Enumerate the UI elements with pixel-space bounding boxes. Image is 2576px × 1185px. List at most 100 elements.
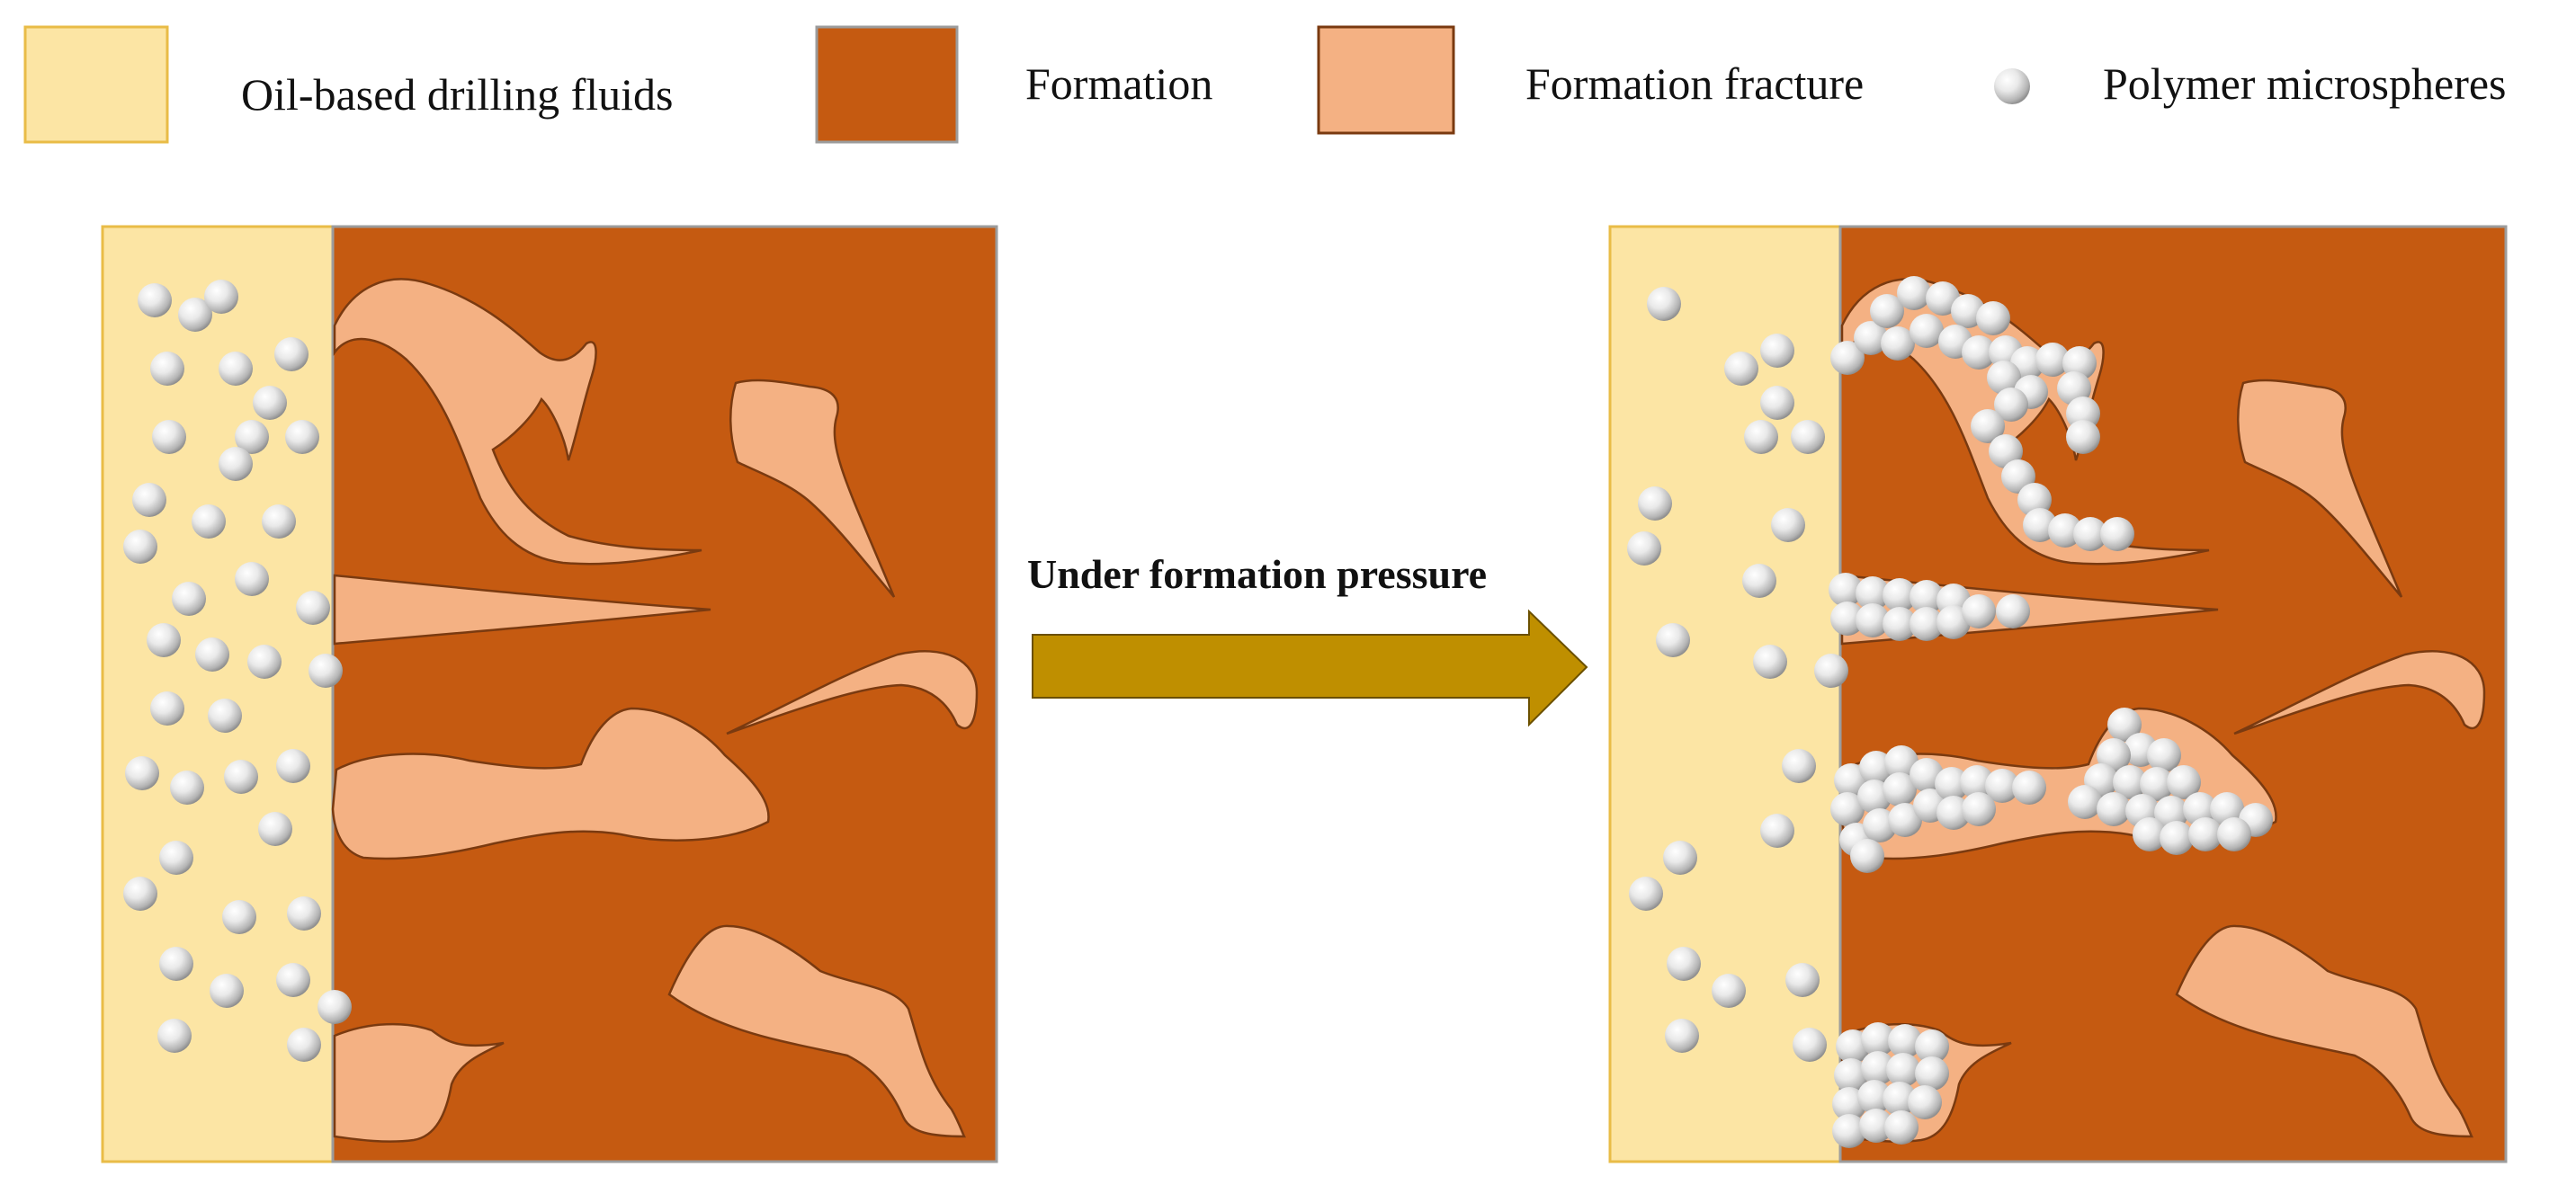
legend-label-formation: Formation xyxy=(1025,58,1212,109)
microsphere xyxy=(1861,1022,1895,1056)
microsphere xyxy=(2066,396,2100,431)
microsphere xyxy=(1870,294,1904,328)
microsphere xyxy=(2073,517,2107,551)
microsphere xyxy=(1883,607,1917,641)
microsphere xyxy=(1976,301,2010,335)
microsphere xyxy=(2188,817,2223,851)
microsphere xyxy=(2097,738,2131,772)
microsphere xyxy=(2147,738,2181,772)
microsphere xyxy=(1883,1082,1917,1116)
microsphere xyxy=(192,504,226,539)
microsphere xyxy=(138,283,172,317)
microsphere xyxy=(235,562,269,596)
microsphere xyxy=(1996,594,2030,628)
microsphere xyxy=(172,582,206,616)
microsphere xyxy=(159,841,193,875)
microsphere xyxy=(1915,1056,1949,1091)
microsphere xyxy=(287,896,321,931)
microsphere xyxy=(2068,785,2102,819)
microsphere xyxy=(1881,326,1915,361)
panel-before xyxy=(101,225,998,1163)
microsphere xyxy=(1830,341,1865,375)
microsphere xyxy=(2066,420,2100,454)
microsphere xyxy=(1791,420,1825,454)
microsphere xyxy=(1856,603,1890,637)
microsphere xyxy=(208,699,242,733)
legend-swatch-formation xyxy=(815,25,959,144)
microsphere xyxy=(1712,974,1746,1008)
microsphere xyxy=(1830,792,1865,826)
microsphere xyxy=(1627,531,1661,566)
microsphere xyxy=(125,756,159,790)
microsphere xyxy=(123,530,157,564)
microsphere xyxy=(1960,765,1994,799)
panel-before-fractures xyxy=(331,278,979,1143)
microsphere xyxy=(123,877,157,911)
microsphere xyxy=(1971,409,2005,443)
microsphere xyxy=(170,771,204,805)
microsphere xyxy=(1760,386,1794,420)
arrow-label: Under formation pressure xyxy=(1027,551,1487,597)
microsphere xyxy=(2107,708,2142,742)
microsphere xyxy=(1832,1114,1866,1148)
microsphere xyxy=(222,900,256,934)
legend-swatch-oil xyxy=(23,25,169,144)
microsphere xyxy=(2048,513,2082,548)
microsphere xyxy=(2167,765,2201,799)
microsphere xyxy=(1926,281,1960,316)
microsphere xyxy=(195,637,229,672)
microsphere xyxy=(1753,645,1787,679)
microsphere xyxy=(247,645,282,679)
microsphere xyxy=(1782,749,1816,783)
microsphere xyxy=(262,504,296,539)
microsphere xyxy=(1861,1051,1895,1085)
panel-after xyxy=(1608,225,2508,1163)
microsphere xyxy=(159,947,193,981)
microsphere xyxy=(1962,335,1996,370)
microsphere xyxy=(1884,1110,1919,1145)
microsphere xyxy=(1638,486,1672,521)
microsphere xyxy=(2113,765,2147,799)
microsphere xyxy=(1915,1029,1949,1064)
microsphere xyxy=(1629,877,1663,911)
microsphere xyxy=(309,654,343,688)
microsphere xyxy=(1987,361,2021,395)
microsphere xyxy=(2035,343,2070,377)
microsphere xyxy=(1744,420,1778,454)
microsphere xyxy=(1793,1028,1827,1062)
microsphere xyxy=(157,1019,192,1053)
microsphere xyxy=(1771,508,1805,542)
microsphere xyxy=(1884,745,1919,780)
microsphere xyxy=(2100,517,2134,551)
fracture-spike xyxy=(2237,379,2403,598)
fracture-wedge xyxy=(333,574,711,646)
microsphere xyxy=(150,352,184,386)
fracture-hook xyxy=(333,278,702,566)
microsphere xyxy=(1760,334,1794,368)
microsphere xyxy=(296,591,330,625)
microsphere xyxy=(1665,1019,1699,1053)
microsphere xyxy=(285,420,319,454)
microsphere xyxy=(1910,314,1944,348)
microsphere xyxy=(178,298,212,332)
fracture-boot xyxy=(667,924,967,1138)
microsphere xyxy=(1663,841,1697,875)
microsphere xyxy=(1936,796,1971,830)
microsphere xyxy=(2160,821,2194,855)
microsphere xyxy=(1667,947,1701,981)
microsphere xyxy=(2012,771,2046,805)
microsphere xyxy=(219,352,253,386)
fracture-curve xyxy=(2233,650,2486,735)
microsphere xyxy=(1760,814,1794,848)
microsphere xyxy=(147,623,181,657)
microsphere xyxy=(1834,1058,1868,1092)
microsphere xyxy=(224,760,258,794)
fracture-spike xyxy=(729,379,896,598)
microsphere xyxy=(1908,1085,1942,1119)
microsphere xyxy=(1830,601,1865,636)
panel-after-plugging-microspheres xyxy=(1829,276,2273,1148)
microsphere xyxy=(1935,767,1969,801)
microsphere xyxy=(318,990,352,1024)
microsphere xyxy=(1888,803,1922,837)
